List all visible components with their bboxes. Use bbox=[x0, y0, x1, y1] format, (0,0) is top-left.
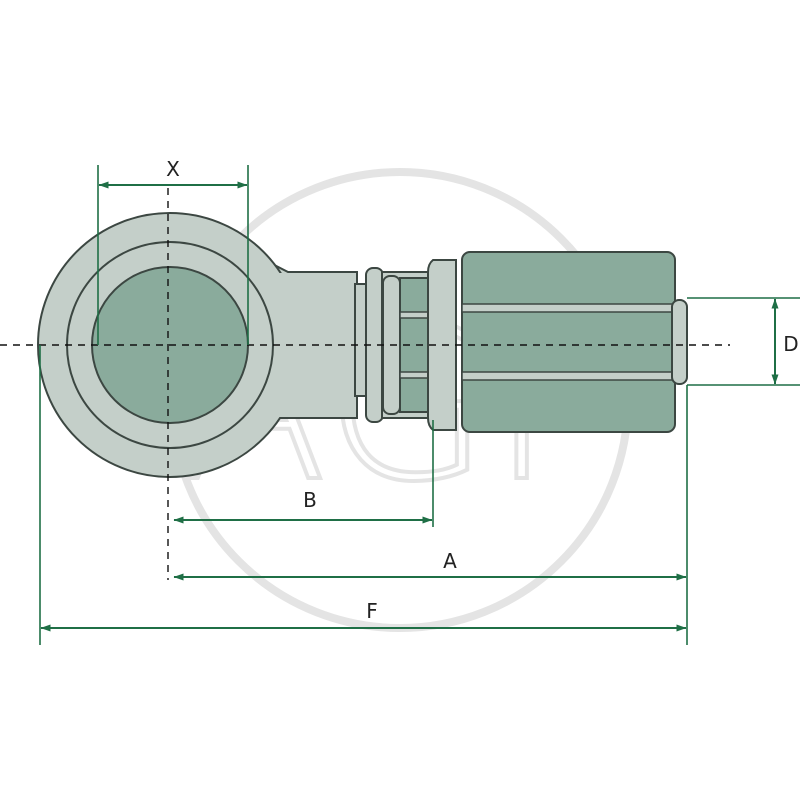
d-label: D bbox=[783, 332, 798, 356]
stem-groove-bottom bbox=[399, 371, 431, 379]
hex-nut-body bbox=[461, 251, 676, 433]
dimension-lines bbox=[39, 165, 800, 645]
a-label: A bbox=[443, 549, 457, 573]
hex-nut-flat-2 bbox=[461, 371, 676, 381]
stem-groove-top bbox=[399, 311, 431, 319]
hex-nut bbox=[461, 251, 676, 433]
center-lines bbox=[0, 188, 730, 580]
dimension-labels: X D B A F bbox=[166, 157, 799, 623]
b-label: B bbox=[303, 488, 317, 512]
x-label: X bbox=[166, 157, 180, 181]
tube-end bbox=[671, 299, 688, 385]
hex-nut-flat-1 bbox=[461, 303, 676, 313]
f-label: F bbox=[366, 599, 378, 623]
